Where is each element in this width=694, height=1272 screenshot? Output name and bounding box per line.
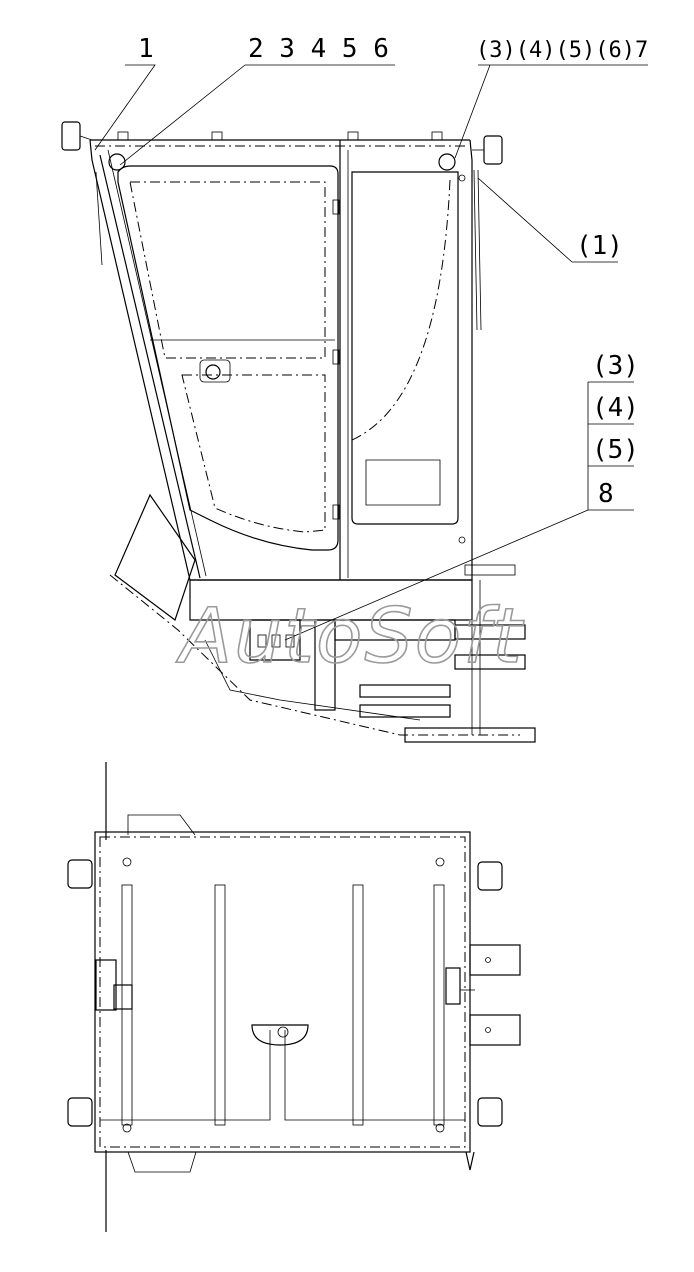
roof-tab: [347, 131, 359, 141]
chassis-outline: [109, 574, 520, 736]
right-mount-plate: [469, 1014, 521, 1046]
work-lamp-icon: [67, 859, 93, 889]
rear-ledge: [464, 564, 516, 576]
roof-rib: [214, 884, 226, 1126]
cab-outline: [89, 139, 473, 581]
left-hinge: [95, 959, 117, 1011]
rear-sweep-arc: [351, 179, 451, 441]
leader-8: [284, 509, 589, 641]
handrail-top: [127, 814, 196, 836]
bolt: [485, 1027, 491, 1033]
stack-box: [587, 381, 634, 511]
bolt: [435, 857, 445, 867]
lamp-bracket: [79, 135, 93, 141]
roof-plan-inner: [99, 836, 466, 1148]
drain-tip: [465, 1151, 475, 1171]
switch: [271, 634, 281, 648]
leader-right-1: [477, 177, 618, 263]
roof-lamp-right: [438, 153, 456, 171]
callout-stack-4: (4): [592, 393, 639, 423]
callout-1: 1: [138, 34, 154, 64]
handrail-bottom: [127, 1151, 197, 1173]
upper-front-window: [129, 181, 326, 359]
roof-rib: [121, 884, 133, 1126]
work-lamp-icon: [477, 1097, 503, 1127]
floor-line: [204, 639, 421, 721]
callout-right-1: (1): [576, 231, 623, 261]
front-pillar-inner: [107, 149, 207, 577]
door-handle-plate: [199, 359, 231, 383]
roof-lamp-left: [108, 153, 126, 171]
step-bracket: [114, 493, 196, 621]
left-latch: [113, 984, 133, 1010]
right-mount-plate: [469, 944, 521, 976]
lower-rail: [359, 704, 451, 718]
rear-strip: [477, 169, 482, 331]
leader-7: [454, 64, 648, 159]
autosoft-watermark: AutoSoft: [175, 591, 525, 680]
right-lamp-icon: [483, 135, 503, 165]
door-lock-icon: [205, 364, 221, 380]
callout-3-7: (3)(4)(5)(6)7: [476, 38, 648, 63]
bolt: [435, 1123, 445, 1133]
hinge: [332, 504, 340, 520]
hinge: [332, 349, 340, 365]
top-view: [67, 762, 521, 1232]
mount-plate: [404, 727, 536, 743]
bolt: [122, 857, 132, 867]
rear-strip: [473, 169, 478, 331]
callout-2-6: 2 3 4 5 6: [248, 34, 389, 64]
roof-tab: [117, 131, 129, 141]
right-hinge: [445, 967, 461, 1005]
roof-plan-outline: [94, 831, 471, 1153]
column-support: [314, 619, 336, 711]
switch: [257, 634, 267, 648]
callout-stack-8: 8: [598, 479, 614, 509]
rear-window-frame: [351, 171, 459, 525]
switch: [285, 634, 295, 648]
right-rail: [454, 624, 526, 640]
dome-lamp-icon: [251, 1024, 309, 1046]
bolt: [458, 536, 466, 544]
work-lamp-icon: [477, 861, 503, 891]
roof-tab: [211, 131, 223, 141]
bolt: [458, 174, 466, 182]
switch-box: [249, 619, 301, 661]
lower-rail: [359, 684, 451, 698]
front-door-frame: [117, 165, 339, 551]
hinge: [332, 199, 340, 215]
lower-front-window: [181, 374, 326, 533]
dome-lamp-lens: [277, 1026, 289, 1038]
roof-rib: [433, 884, 445, 1126]
callout-stack-5: (5): [592, 435, 639, 465]
work-lamp-icon: [67, 1097, 93, 1127]
roof-tab: [431, 131, 443, 141]
leader-lines: [94, 64, 648, 641]
right-rail: [454, 654, 526, 670]
bolt: [122, 1123, 132, 1133]
rear-lower-panel: [365, 459, 441, 506]
wire-harness: [100, 1030, 465, 1121]
front-pillar: [99, 154, 201, 579]
bolt: [485, 957, 491, 963]
side-view: [61, 121, 536, 743]
leader-2-6: [119, 64, 395, 166]
front-strip: [95, 171, 103, 266]
roof-rib: [352, 884, 364, 1126]
leader-1: [94, 64, 156, 151]
callout-stack-3: (3): [592, 351, 639, 381]
left-lamp-icon: [61, 121, 81, 151]
